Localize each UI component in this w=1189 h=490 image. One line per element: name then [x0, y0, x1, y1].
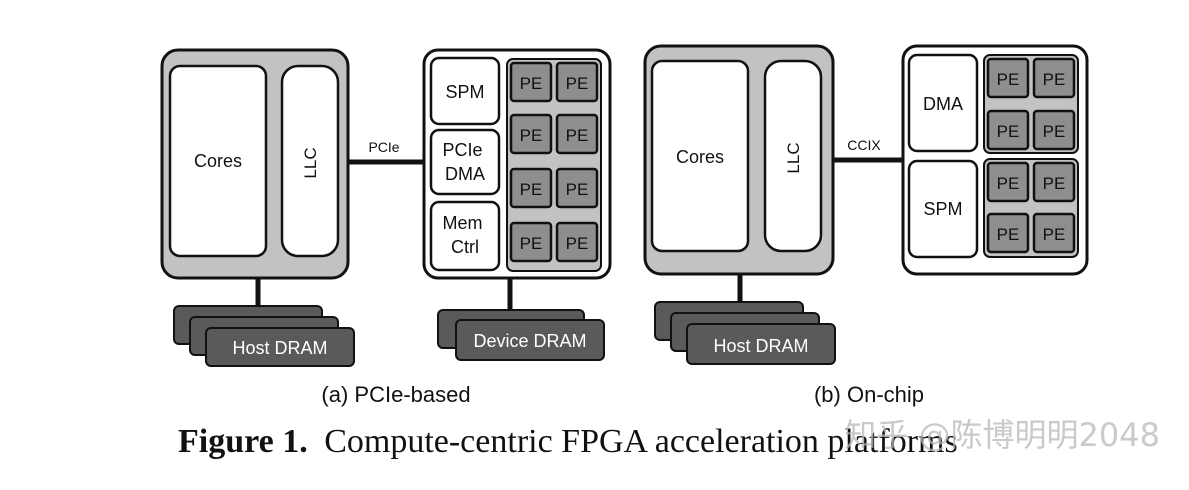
pe-label-b-4: PE [1043, 122, 1066, 141]
pcie-link-label: PCIe [368, 139, 399, 155]
pcie-dma-label-a: PCIe DMA [442, 140, 487, 184]
dma-block-b [907, 53, 979, 153]
pe-block-b-5 [986, 161, 1030, 203]
subcaption-b: (b) On-chip [814, 382, 924, 407]
pcie-dma-block-a [429, 128, 501, 196]
host-dram-label-a: Host DRAM [232, 338, 327, 358]
pe-grid-b: PE PE PE PE PE PE PE PE [983, 54, 1079, 258]
pe-block-b-2 [1032, 57, 1076, 99]
ccix-link-label: CCIX [847, 137, 881, 153]
spm-label-b: SPM [923, 199, 962, 219]
spm-block-a [429, 56, 501, 126]
pe-block-a-7 [509, 221, 553, 263]
pe-label-b-2: PE [1043, 70, 1066, 89]
spm-block-b [907, 159, 979, 259]
pe-label-b-5: PE [997, 174, 1020, 193]
cores-block-a [168, 64, 268, 258]
llc-label-b: LLC [784, 142, 803, 173]
pe-block-a-8 [555, 221, 599, 263]
figure-caption-label: Figure 1. [178, 423, 308, 460]
pe-block-b-8 [1032, 212, 1076, 254]
mem-ctrl-block-a [429, 200, 501, 272]
watermark: 知乎 @陈博明明2048 [844, 416, 1160, 454]
pe-cluster-a-1 [506, 58, 602, 272]
pe-label-b-3: PE [997, 122, 1020, 141]
pe-label-a-5: PE [520, 180, 543, 199]
figure-caption: Figure 1. Compute-centric FPGA accelerat… [178, 423, 958, 460]
llc-block-a [280, 64, 340, 258]
mem-ctrl-label-a: Mem Ctrl [442, 213, 487, 257]
pe-block-a-5 [509, 167, 553, 209]
spm-label-a: SPM [445, 82, 484, 102]
spm-label-a-line: SPM [445, 82, 484, 102]
cores-label-b: Cores [676, 147, 724, 167]
pe-label-a-2: PE [566, 74, 589, 93]
pe-block-a-2 [555, 61, 599, 103]
dma-label-b: DMA [923, 94, 963, 114]
pe-label-a-3: PE [520, 126, 543, 145]
pcie-dma-label-a-l1: PCIe [442, 140, 482, 160]
pe-label-a-4: PE [566, 126, 589, 145]
pe-label-a-1: PE [520, 74, 543, 93]
pe-grid-a: PE PE PE PE PE PE PE PE [506, 58, 602, 272]
pe-label-b-6: PE [1043, 174, 1066, 193]
host-dram-front-a [205, 327, 355, 367]
llc-block-b [763, 59, 823, 253]
pe-block-a-4 [555, 113, 599, 155]
cores-block-b [650, 59, 750, 253]
pe-block-b-4 [1032, 109, 1076, 151]
device-dram-front-a [455, 319, 605, 361]
pe-label-a-6: PE [566, 180, 589, 199]
pe-block-a-3 [509, 113, 553, 155]
pe-block-b-6 [1032, 161, 1076, 203]
mem-ctrl-label-a-l2: Ctrl [451, 237, 479, 257]
pe-label-b-1: PE [997, 70, 1020, 89]
pe-block-a-6 [555, 167, 599, 209]
pe-block-a-1 [509, 61, 553, 103]
host-dram-front-b [686, 323, 836, 365]
mem-ctrl-label-a-l1: Mem [442, 213, 482, 233]
llc-label-a: LLC [301, 147, 320, 178]
pe-label-b-8: PE [1043, 225, 1066, 244]
pe-label-b-7: PE [997, 225, 1020, 244]
pe-label-a-8: PE [566, 234, 589, 253]
subcaption-a: (a) PCIe-based [321, 382, 470, 407]
pe-block-b-7 [986, 212, 1030, 254]
device-dram-label-a: Device DRAM [473, 331, 586, 351]
figure-caption-text: Compute-centric FPGA acceleration platfo… [324, 423, 958, 460]
pe-block-b-1 [986, 57, 1030, 99]
host-dram-label-b: Host DRAM [713, 336, 808, 356]
cores-label-a: Cores [194, 151, 242, 171]
dma-label-b-line: DMA [923, 94, 963, 114]
spm-label-b-line: SPM [923, 199, 962, 219]
pe-label-a-7: PE [520, 234, 543, 253]
pcie-dma-label-a-l2: DMA [445, 164, 485, 184]
pe-block-b-3 [986, 109, 1030, 151]
